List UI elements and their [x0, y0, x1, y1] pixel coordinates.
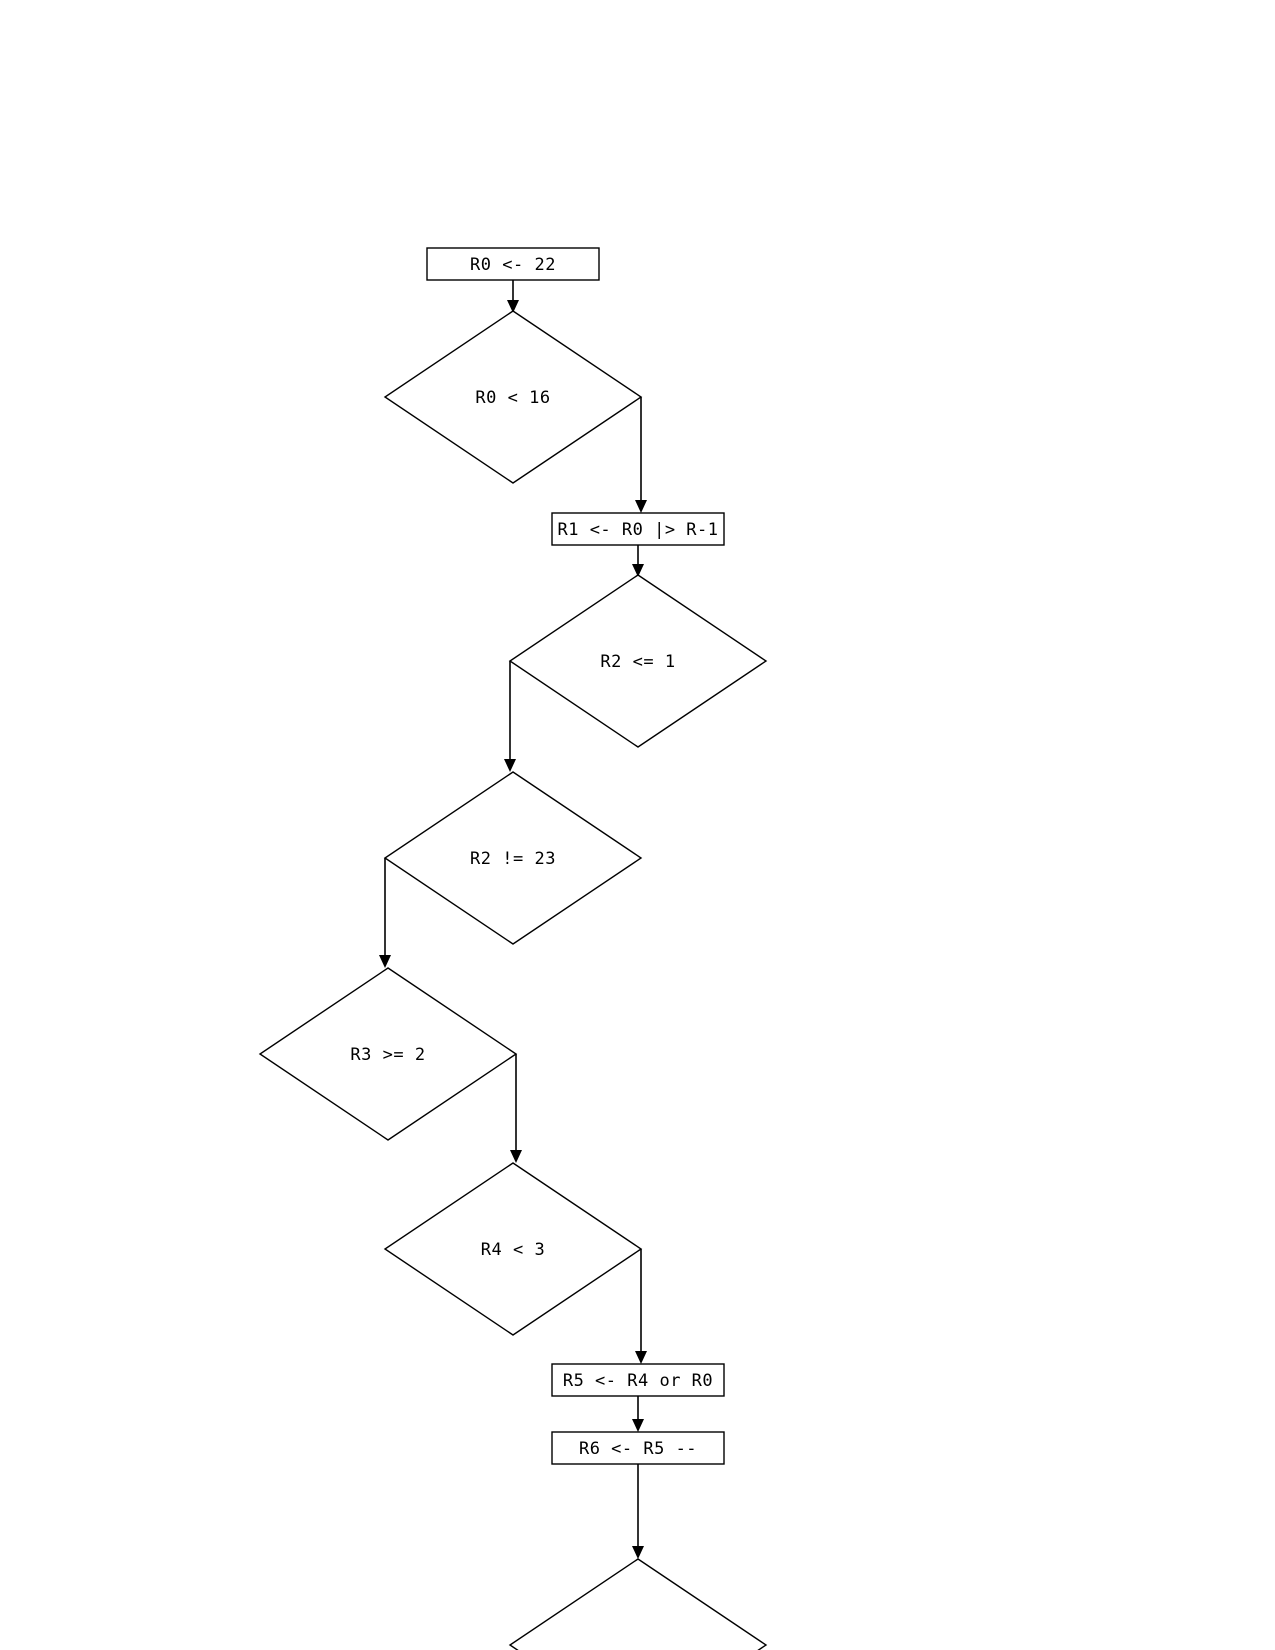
- edge-group: [379, 280, 647, 1559]
- edge-n6-to-n7: [635, 1249, 647, 1364]
- node-rect[interactable]: [551, 1363, 725, 1397]
- arrow-head-icon: [510, 1150, 522, 1163]
- node-diamond[interactable]: [508, 1558, 768, 1650]
- node-r5-assign[interactable]: R5 <- R4 or R0: [551, 1363, 725, 1397]
- node-rect[interactable]: [551, 512, 725, 546]
- node-r0-lt-16[interactable]: R0 < 16: [383, 310, 643, 484]
- node-diamond[interactable]: [383, 771, 643, 945]
- arrow-head-icon: [635, 500, 647, 513]
- node-label: R5 <- R4 or R0: [563, 1371, 713, 1391]
- node-label: R4 < 3: [481, 1240, 545, 1260]
- edge-n3-to-n4: [504, 661, 516, 772]
- node-r3-ge-2[interactable]: R3 >= 2: [258, 967, 518, 1141]
- node-r0-assign[interactable]: R0 <- 22: [426, 247, 600, 281]
- arrow-head-icon: [507, 300, 519, 313]
- node-label: R0 < 16: [475, 388, 550, 408]
- node-diamond[interactable]: [508, 574, 768, 748]
- node-rect[interactable]: [426, 247, 600, 281]
- node-diamond[interactable]: [383, 310, 643, 484]
- arrow-head-icon: [632, 564, 644, 577]
- node-label: R1 <- R0 |> R-1: [557, 520, 718, 540]
- arrow-head-icon: [632, 1419, 644, 1432]
- node-r1-assign[interactable]: R1 <- R0 |> R-1: [551, 512, 725, 546]
- edge-n7-to-n8: [632, 1396, 644, 1432]
- node-r4-lt-3[interactable]: R4 < 3: [383, 1162, 643, 1336]
- node-diamond[interactable]: [383, 1162, 643, 1336]
- node-r6-assign[interactable]: R6 <- R5 --: [551, 1431, 725, 1465]
- node-label: R3 >= 2: [350, 1045, 425, 1065]
- node-r2-le-1[interactable]: R2 <= 1: [508, 574, 768, 748]
- arrow-head-icon: [632, 1546, 644, 1559]
- node-label: R6 <- R5 --: [579, 1439, 697, 1459]
- edge-n0-to-n1: [507, 280, 519, 313]
- node-next-decision-partial[interactable]: [508, 1558, 768, 1650]
- node-label: R2 <= 1: [600, 652, 675, 672]
- node-diamond[interactable]: [258, 967, 518, 1141]
- edge-n4-to-n5: [379, 858, 391, 968]
- arrow-head-icon: [504, 759, 516, 772]
- node-group: R0 <- 22 R0 < 16 R1 <- R0 |> R-1 R2 <= 1…: [258, 247, 768, 1650]
- edge-n1-to-n2: [635, 397, 647, 513]
- edge-n8-to-n9: [632, 1464, 644, 1559]
- node-label: R2 != 23: [470, 849, 556, 869]
- edge-n5-to-n6: [510, 1054, 522, 1163]
- node-rect[interactable]: [551, 1431, 725, 1465]
- node-label: R0 <- 22: [470, 255, 556, 275]
- arrow-head-icon: [379, 955, 391, 968]
- edge-n2-to-n3: [632, 545, 644, 577]
- node-r2-ne-23[interactable]: R2 != 23: [383, 771, 643, 945]
- arrow-head-icon: [635, 1351, 647, 1364]
